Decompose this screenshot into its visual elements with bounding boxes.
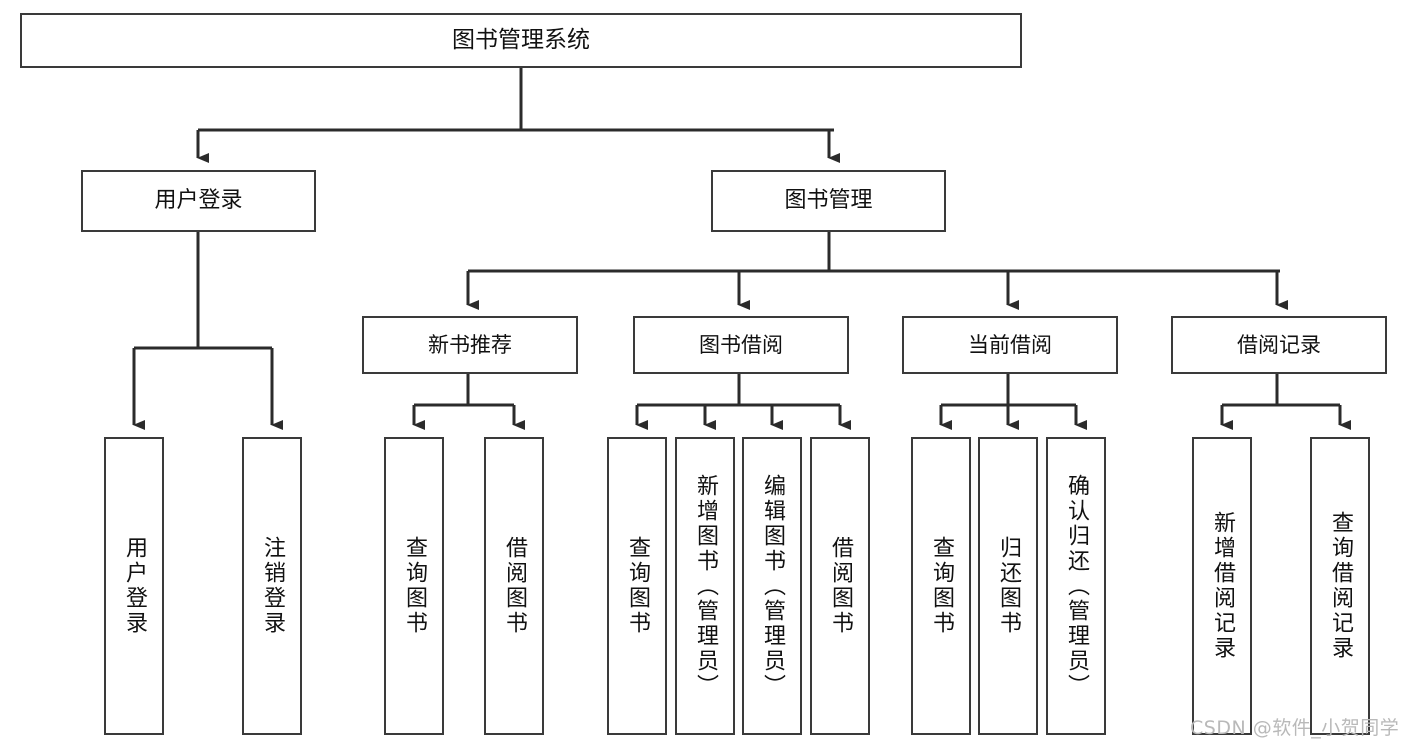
node-root[interactable]: 图书管理系统 [20,13,1022,68]
node-leaf-add-borrow-record[interactable]: 新增借阅记录 [1192,437,1252,735]
node-user-login-label: 用户登录 [154,188,243,214]
node-root-label: 图书管理系统 [452,26,590,53]
node-leaf-borrow-book-1-label: 借阅图书 [502,536,527,636]
node-leaf-query-book-3-label: 查询图书 [929,536,954,636]
node-book-management-label: 图书管理 [784,188,873,214]
node-book-borrow-label: 图书借阅 [699,332,783,357]
node-leaf-query-book-1-label: 查询图书 [402,536,427,636]
node-leaf-edit-book[interactable]: 编辑图书（管理员） [742,437,802,735]
node-leaf-logout-login[interactable]: 注销登录 [242,437,302,735]
node-leaf-query-book-3[interactable]: 查询图书 [911,437,971,735]
node-leaf-add-book-label: 新增图书（管理员） [693,473,718,699]
node-leaf-query-book-1[interactable]: 查询图书 [384,437,444,735]
node-leaf-user-login-label: 用户登录 [122,536,147,636]
node-leaf-edit-book-label: 编辑图书（管理员） [760,473,785,699]
node-leaf-add-borrow-record-label: 新增借阅记录 [1210,511,1235,661]
node-new-book-recommend-label: 新书推荐 [428,332,512,357]
node-leaf-return-book[interactable]: 归还图书 [978,437,1038,735]
node-book-management[interactable]: 图书管理 [711,170,946,232]
node-leaf-confirm-return[interactable]: 确认归还（管理员） [1046,437,1106,735]
node-leaf-query-borrow-record-label: 查询借阅记录 [1328,511,1353,661]
node-borrow-record[interactable]: 借阅记录 [1171,316,1387,374]
node-user-login[interactable]: 用户登录 [81,170,316,232]
node-leaf-confirm-return-label: 确认归还（管理员） [1064,473,1089,699]
node-leaf-return-book-label: 归还图书 [996,536,1021,636]
node-leaf-add-book[interactable]: 新增图书（管理员） [675,437,735,735]
node-leaf-borrow-book-2[interactable]: 借阅图书 [810,437,870,735]
node-book-borrow[interactable]: 图书借阅 [633,316,849,374]
node-current-borrow-label: 当前借阅 [968,332,1052,357]
node-borrow-record-label: 借阅记录 [1237,332,1321,357]
node-leaf-query-book-2-label: 查询图书 [625,536,650,636]
node-leaf-logout-login-label: 注销登录 [260,536,285,636]
node-leaf-query-book-2[interactable]: 查询图书 [607,437,667,735]
node-leaf-borrow-book-2-label: 借阅图书 [828,536,853,636]
node-leaf-query-borrow-record[interactable]: 查询借阅记录 [1310,437,1370,735]
node-leaf-borrow-book-1[interactable]: 借阅图书 [484,437,544,735]
node-leaf-user-login[interactable]: 用户登录 [104,437,164,735]
node-current-borrow[interactable]: 当前借阅 [902,316,1118,374]
node-new-book-recommend[interactable]: 新书推荐 [362,316,578,374]
csdn-watermark: CSDN @软件_小贺同学 [1190,717,1400,739]
